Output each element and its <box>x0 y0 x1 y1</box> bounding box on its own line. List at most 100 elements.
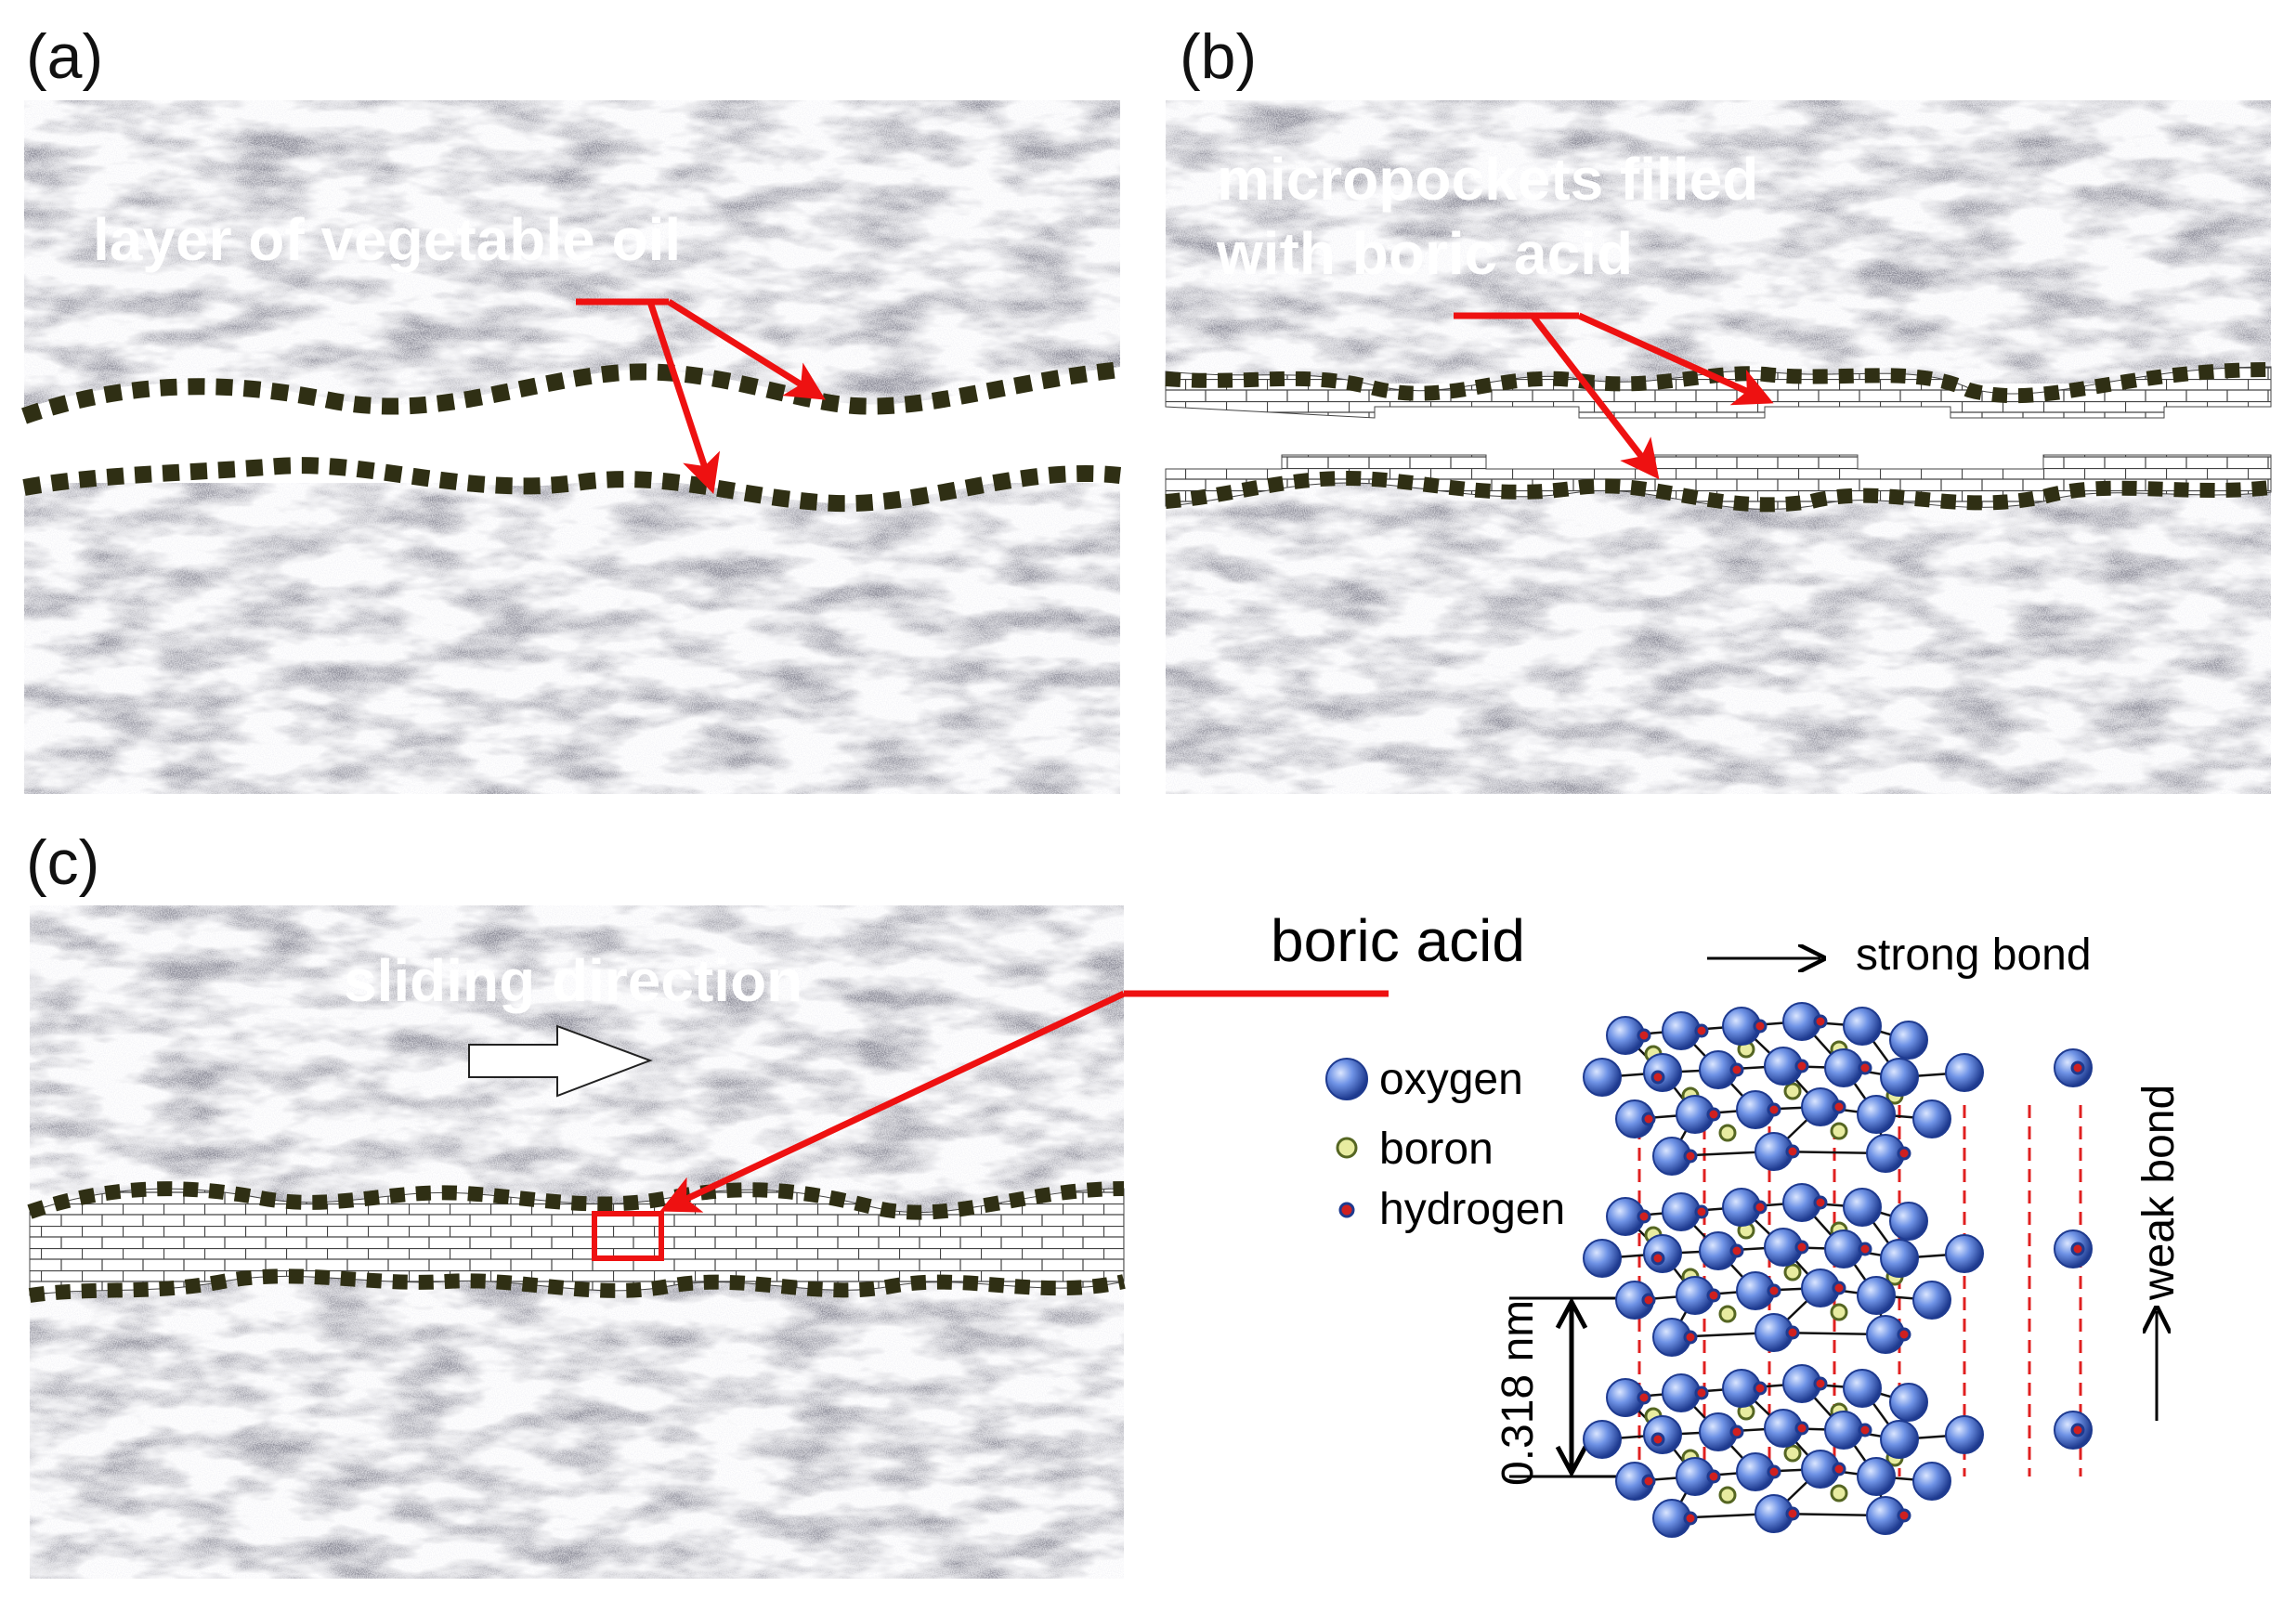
hydrogen-atom <box>1694 1204 1709 1219</box>
molecular-layer-middle <box>1583 1183 1984 1357</box>
panel-a-arrow-1 <box>667 299 826 400</box>
hydrogen-atom <box>1858 1242 1872 1256</box>
boron-atom <box>1718 1305 1737 1323</box>
oxygen-atom <box>1889 1383 1928 1422</box>
molecular-layer-bottom <box>1583 1364 1984 1538</box>
hydrogen-atom <box>1813 1014 1828 1029</box>
spacing-indicator: 0.318 nm <box>1494 1296 1621 1486</box>
oxygen-atom <box>1945 1415 1984 1454</box>
hydrogen-atom <box>1785 1506 1800 1521</box>
hydrogen-atom <box>1729 1062 1744 1077</box>
oxygen-atom <box>1824 1411 1863 1450</box>
molecular-layers <box>1583 1002 2093 1538</box>
hydrogen-atom <box>1694 1385 1709 1400</box>
oxygen-atom <box>1889 1021 1928 1060</box>
oxygen-atom <box>1945 1053 1984 1092</box>
hydrogen-atom <box>1641 1293 1656 1307</box>
magnified-region-box <box>592 1211 664 1261</box>
oxygen-atom <box>1857 1095 1896 1134</box>
hydrogen-atom <box>1637 1209 1651 1224</box>
oxygen-atom <box>1662 1373 1701 1412</box>
structure-title: boric acid <box>1271 907 1525 974</box>
hydrogen-atom <box>1753 1381 1768 1396</box>
hydrogen-atom <box>1650 1251 1665 1266</box>
oxygen-atom <box>1662 1192 1701 1231</box>
boron-atom <box>1783 1263 1802 1281</box>
hydrogen-atom <box>1683 1149 1698 1164</box>
oxygen-atom <box>1912 1281 1951 1320</box>
panel-a: layer of vegetable oil <box>21 100 1122 794</box>
hydrogen-atom <box>1706 1469 1721 1484</box>
panel-a-oil-layer-top <box>21 361 1121 424</box>
oxygen-atom <box>1662 1011 1701 1050</box>
boron-atom <box>1830 1303 1848 1321</box>
panel-b-arrow-2 <box>1530 313 1660 480</box>
hydrogen-atom <box>1683 1330 1698 1345</box>
hydrogen-atom <box>1729 1243 1744 1258</box>
hydrogen-atom <box>1832 1099 1846 1114</box>
oxygen-atom <box>1912 1099 1951 1138</box>
hydrogen-atom <box>1706 1107 1721 1122</box>
spacing-label: 0.318 nm <box>1494 1300 1543 1486</box>
hydrogen-atom <box>1832 1462 1846 1476</box>
hydrogen-atom <box>1785 1325 1800 1340</box>
hydrogen-atom <box>1794 1059 1809 1073</box>
oxygen-atom <box>1880 1239 1919 1278</box>
hydrogen-atom <box>1650 1070 1665 1085</box>
boron-atom <box>1830 1484 1848 1502</box>
legend-boron-icon <box>1336 1137 1358 1159</box>
structure-legend: oxygen boron hydrogen <box>1325 1055 1565 1234</box>
hydrogen-atom <box>1753 1200 1768 1215</box>
hydrogen-atom <box>1767 1102 1781 1117</box>
oxygen-atom <box>1843 1188 1882 1227</box>
panel-c-label: (c) <box>26 827 99 898</box>
oxygen-atom <box>1843 1369 1882 1408</box>
weak-bond-label: weak bond <box>2134 1085 2184 1301</box>
hydrogen-atom <box>1897 1146 1911 1161</box>
hydrogen-atom <box>1650 1432 1665 1447</box>
molecular-layer-top <box>1583 1002 1984 1176</box>
hydrogen-atom <box>1794 1421 1809 1436</box>
panel-b-annotation-line2: with boric acid <box>1216 220 1633 287</box>
hydrogen-atom <box>1858 1423 1872 1437</box>
panel-a-arrow-2 <box>646 300 721 494</box>
panel-b-label: (b) <box>1180 21 1257 92</box>
hydrogen-atom <box>1641 1474 1656 1489</box>
boron-atom <box>1718 1486 1737 1504</box>
oxygen-atom <box>1912 1462 1951 1501</box>
panel-c-oil-layer-top <box>27 1181 1125 1220</box>
hydrogen-atom <box>1683 1511 1698 1526</box>
legend-boron-label: boron <box>1379 1125 1494 1174</box>
legend-hydrogen-label: hydrogen <box>1379 1185 1565 1234</box>
hydrogen-atom <box>1858 1060 1872 1075</box>
oxygen-atom <box>1880 1058 1919 1097</box>
hydrogen-atom <box>1767 1464 1781 1479</box>
legend-oxygen-label: oxygen <box>1379 1055 1523 1104</box>
hydrogen-atom <box>1794 1240 1809 1255</box>
oxygen-atom <box>1824 1048 1863 1087</box>
panel-b: micropockets filled with boric acid <box>1165 100 2272 794</box>
hydrogen-atom <box>1785 1144 1800 1159</box>
oxygen-atom <box>1889 1202 1928 1241</box>
legend-hydrogen-icon <box>1338 1202 1355 1218</box>
boron-atom <box>1783 1444 1802 1463</box>
hydrogen-atom <box>1694 1023 1709 1038</box>
oxygen-atom <box>1824 1229 1863 1268</box>
oxygen-atom <box>1583 1058 1622 1097</box>
oxygen-atom <box>1880 1420 1919 1459</box>
boron-atom <box>1718 1124 1737 1142</box>
oxygen-atom <box>1583 1239 1622 1278</box>
oxygen-atom <box>1945 1234 1984 1273</box>
hydrogen-atom <box>1897 1327 1911 1342</box>
hydrogen-atom <box>1706 1288 1721 1303</box>
panel-c: sliding direction <box>27 905 1389 1579</box>
panel-b-lower-surface <box>1166 483 2271 794</box>
panel-a-annotation: layer of vegetable oil <box>93 206 681 273</box>
hydrogen-atom <box>1753 1019 1768 1034</box>
panel-b-upper-surface <box>1166 100 2271 384</box>
strong-bond-label: strong bond <box>1856 930 2092 980</box>
boric-acid-structure: boric acid strong bond weak bond oxygen … <box>1271 907 2184 1538</box>
boric-acid-pointer-arrow <box>659 990 1126 1213</box>
oxygen-atom <box>1857 1457 1896 1496</box>
